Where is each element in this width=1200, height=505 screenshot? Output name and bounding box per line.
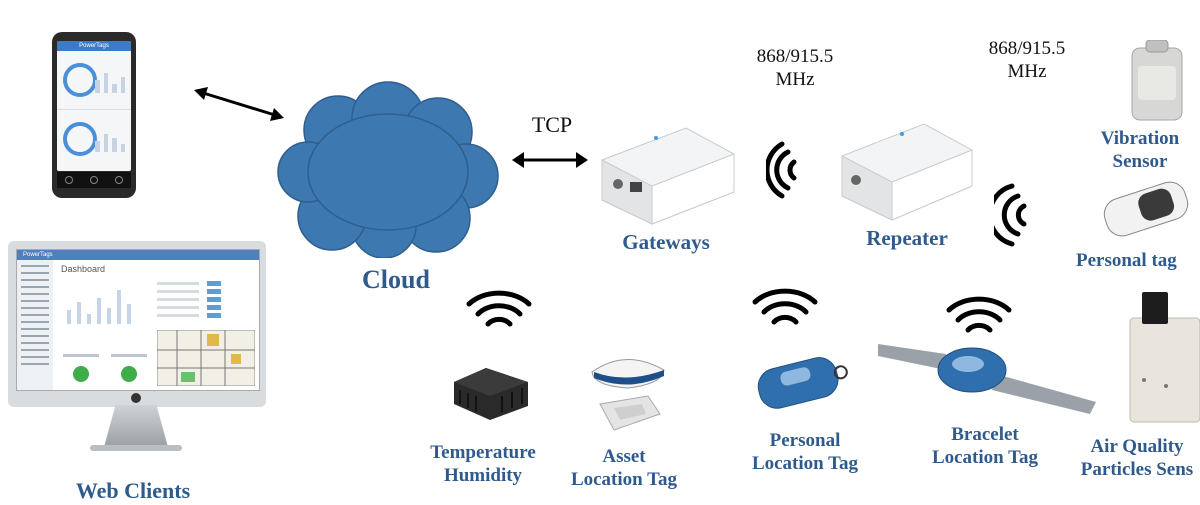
gauge-icon	[63, 122, 97, 156]
label-line: Particles Sens	[1080, 458, 1194, 480]
wifi-signal-icon	[946, 296, 1012, 333]
asset-location-tag-image	[591, 359, 665, 431]
gateway-device-image	[601, 127, 735, 225]
location-floor-map	[157, 330, 255, 386]
online-status-gauges	[63, 354, 147, 382]
label-line: Location Tag	[931, 446, 1039, 468]
temperature-table	[157, 281, 221, 318]
label-line: Humidity	[443, 464, 523, 486]
web-clients-label: Web Clients	[75, 478, 191, 503]
monitor-stand	[104, 405, 168, 447]
personal-location-tag-image	[757, 357, 848, 409]
frequency-label-2: 868/915.5 MHz	[972, 38, 1082, 84]
air-quality-sensor-image	[1129, 292, 1200, 423]
label-line: Sensor	[1112, 150, 1168, 172]
label-line: Asset	[602, 446, 646, 467]
desktop-monitor-image: PowerTags Dashboard	[8, 241, 266, 407]
personal-location-tag-label: Personal Location Tag	[738, 430, 872, 476]
temperature-humidity-sensor-image	[454, 368, 528, 420]
web-app-title: PowerTags	[17, 250, 259, 260]
label-line: Temperature	[430, 442, 536, 463]
tag-locations-chart	[67, 290, 131, 324]
frequency-value: 868/915.5	[988, 38, 1066, 59]
wifi-signal-icon	[752, 288, 818, 325]
label-line: Location Tag	[751, 452, 859, 474]
bracelet-location-tag-label: Bracelet Location Tag	[918, 424, 1052, 470]
vibration-sensor-image	[1131, 40, 1183, 121]
phone-screen: PowerTags	[57, 41, 131, 171]
tcp-label: TCP	[531, 112, 573, 137]
label-line: Vibration	[1100, 128, 1180, 149]
monitor-screen: PowerTags Dashboard	[16, 249, 260, 391]
label-line: Bracelet	[951, 424, 1019, 445]
label-line: Location Tag	[570, 468, 678, 490]
personal-tag-image	[1103, 181, 1189, 237]
frequency-unit: MHz	[775, 68, 815, 90]
web-app-page-title: Dashboard	[61, 264, 106, 274]
smartphone-image: PowerTags	[52, 32, 136, 198]
monitor-base	[90, 445, 182, 451]
apple-logo-icon	[131, 393, 141, 403]
double-arrow-icon	[512, 152, 588, 168]
frequency-label-1: 868/915.5 MHz	[740, 46, 850, 92]
bar-chart-icon	[95, 71, 125, 93]
frequency-unit: MHz	[1007, 60, 1047, 82]
bar-chart-icon	[95, 130, 125, 152]
web-app-sidebar	[17, 260, 53, 390]
cloud-label: Cloud	[362, 265, 430, 294]
repeater-label: Repeater	[866, 226, 948, 250]
personal-tag-label: Personal tag	[1076, 250, 1177, 271]
wifi-signal-icon	[466, 290, 532, 327]
double-arrow-icon	[194, 87, 284, 121]
asset-location-tag-label: Asset Location Tag	[556, 446, 692, 492]
gauge-icon	[63, 63, 97, 97]
label-line: Air Quality	[1090, 436, 1184, 457]
temperature-humidity-label: Temperature Humidity	[418, 442, 548, 488]
wifi-signal-icon	[994, 183, 1027, 247]
cloud-icon	[277, 81, 499, 258]
phone-nav-bar	[57, 172, 131, 188]
vibration-sensor-label: Vibration Sensor	[1088, 128, 1192, 174]
repeater-device-image	[841, 123, 973, 221]
bracelet-location-tag-image	[878, 344, 1096, 414]
gateways-label: Gateways	[622, 230, 710, 254]
frequency-value: 868/915.5	[756, 46, 834, 67]
wifi-signal-icon	[766, 141, 797, 199]
phone-app-title: PowerTags	[57, 41, 131, 51]
label-line: Personal	[769, 430, 841, 451]
air-quality-sensor-label: Air Quality Particles Sens	[1074, 436, 1200, 482]
